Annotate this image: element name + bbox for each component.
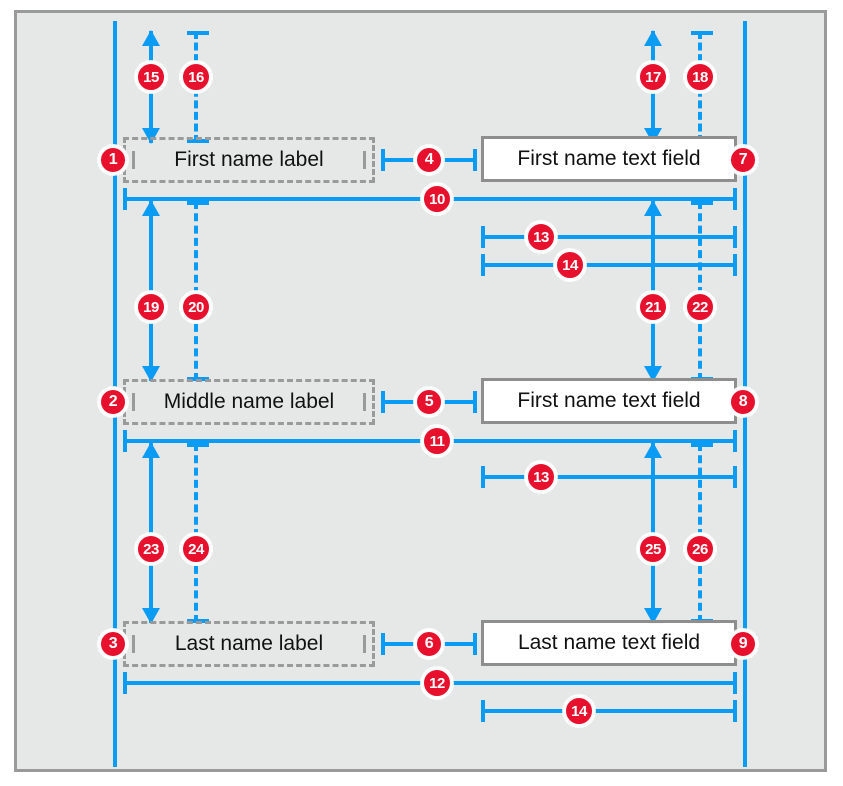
badge-1-first-name-label-leading[interactable]: 1 — [98, 145, 128, 175]
middle-name-text-field-box[interactable]: First name text field — [481, 378, 737, 424]
badge-16-first-label-top-dashed[interactable]: 16 — [180, 61, 212, 93]
arrow-up-icon — [644, 200, 662, 216]
badge-22-first-to-middle-field-dashed[interactable]: 22 — [684, 291, 716, 323]
badge-8-middle-name-field-trailing[interactable]: 8 — [728, 387, 758, 417]
arrow-up-icon — [142, 30, 160, 46]
badge-7-first-name-field-trailing[interactable]: 7 — [728, 145, 758, 175]
badge-15-first-label-top-spacing[interactable]: 15 — [135, 61, 167, 93]
last-name-label-text: Last name label — [174, 632, 324, 655]
first-name-text-field-text: First name text field — [517, 147, 701, 170]
arrow-up-icon — [142, 442, 160, 458]
first-name-label-box: First name label — [123, 137, 375, 183]
field-width-line-14-upper — [481, 254, 737, 276]
badge-9-last-name-field-trailing[interactable]: 9 — [728, 629, 758, 659]
badge-17-first-field-top-spacing[interactable]: 17 — [637, 61, 669, 93]
label-edge-tick-left — [132, 635, 135, 653]
arrow-down-icon — [142, 366, 160, 382]
label-edge-tick-left — [132, 393, 135, 411]
middle-name-text-field-text: First name text field — [517, 389, 701, 412]
badge-5-middle-name-label-to-field[interactable]: 5 — [414, 387, 444, 417]
arrow-down-icon — [142, 128, 160, 144]
arrow-down-icon — [142, 608, 160, 624]
label-edge-tick-right — [363, 393, 366, 411]
label-edge-tick-right — [363, 151, 366, 169]
first-name-label-text: First name label — [174, 148, 324, 171]
middle-name-label-box: Middle name label — [123, 379, 375, 425]
badge-10-first-row-width[interactable]: 10 — [421, 183, 453, 215]
constraints-panel: First name label First name text field M… — [14, 10, 827, 772]
last-name-text-field-text: Last name text field — [517, 631, 701, 654]
badge-23-middle-to-last-label-spacing[interactable]: 23 — [135, 533, 167, 565]
arrow-up-icon — [644, 442, 662, 458]
badge-21-first-to-middle-field-spacing[interactable]: 21 — [637, 291, 669, 323]
badge-2-middle-name-label-leading[interactable]: 2 — [98, 387, 128, 417]
label-edge-tick-left — [132, 151, 135, 169]
label-edge-tick-right — [363, 635, 366, 653]
badge-18-first-field-top-dashed[interactable]: 18 — [684, 61, 716, 93]
badge-13-field-width-middle[interactable]: 13 — [525, 461, 557, 493]
field-width-line-14-bottom — [481, 700, 737, 722]
arrow-up-icon — [142, 200, 160, 216]
badge-3-last-name-label-leading[interactable]: 3 — [98, 629, 128, 659]
badge-12-last-row-width[interactable]: 12 — [421, 667, 453, 699]
badge-4-first-name-label-to-field[interactable]: 4 — [414, 145, 444, 175]
field-width-line-13-upper — [481, 226, 737, 248]
field-width-line-13-middle — [481, 466, 737, 488]
badge-13-field-width-upper[interactable]: 13 — [525, 221, 557, 253]
middle-name-label-text: Middle name label — [163, 390, 335, 413]
badge-25-middle-to-last-field-spacing[interactable]: 25 — [637, 533, 669, 565]
badge-11-middle-row-width[interactable]: 11 — [421, 425, 453, 457]
first-name-text-field-box[interactable]: First name text field — [481, 136, 737, 182]
badge-20-first-to-middle-label-dashed[interactable]: 20 — [180, 291, 212, 323]
badge-24-middle-to-last-label-dashed[interactable]: 24 — [180, 533, 212, 565]
last-name-label-box: Last name label — [123, 621, 375, 667]
badge-19-first-to-middle-label-spacing[interactable]: 19 — [135, 291, 167, 323]
arrow-up-icon — [644, 30, 662, 46]
badge-6-last-name-label-to-field[interactable]: 6 — [414, 629, 444, 659]
badge-14-field-width-bottom[interactable]: 14 — [563, 695, 595, 727]
badge-26-middle-to-last-field-dashed[interactable]: 26 — [684, 533, 716, 565]
last-name-text-field-box[interactable]: Last name text field — [481, 620, 737, 666]
badge-14-field-width-upper[interactable]: 14 — [554, 249, 586, 281]
